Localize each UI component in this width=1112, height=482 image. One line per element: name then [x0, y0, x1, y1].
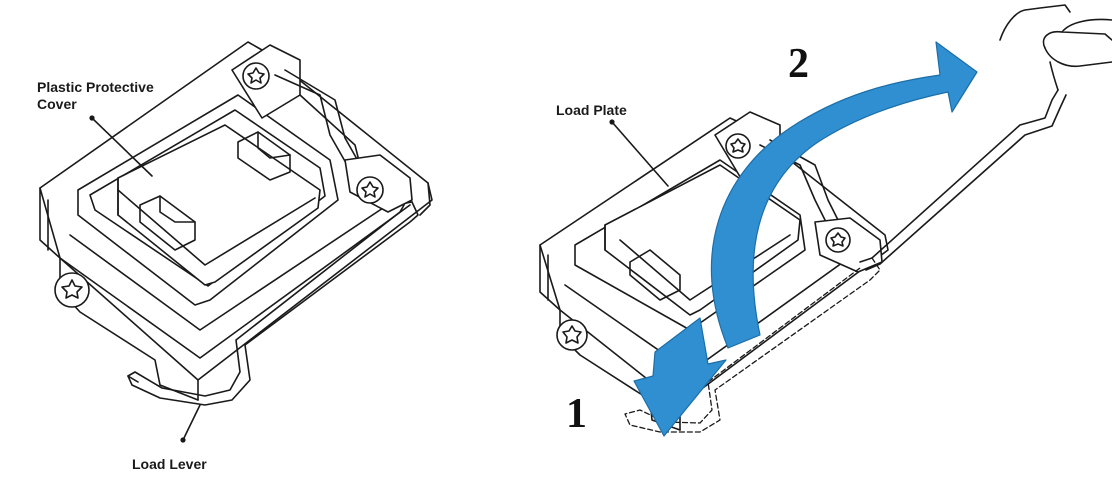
lever-leader-line: [180, 404, 201, 443]
screw-icon: [725, 133, 751, 159]
step-one-label: 1: [566, 391, 587, 437]
left-socket: [39, 41, 433, 443]
screw-icon: [242, 62, 270, 90]
load-lever-dashed: [624, 257, 881, 433]
curved-arrow-icon: [710, 41, 978, 349]
load-lever-raised: [859, 89, 1067, 271]
screw-icon: [54, 272, 90, 308]
cover-label-line2: Cover: [37, 96, 77, 112]
cover-label-line1: Plastic Protective: [37, 79, 154, 95]
load-lever: [127, 201, 419, 406]
protective-cover: [117, 124, 321, 286]
plate-leader-line: [609, 119, 669, 187]
plate-label: Load Plate: [556, 102, 627, 118]
cover-leader-line: [89, 115, 153, 177]
lever-label: Load Lever: [132, 456, 207, 472]
hand-icon: [999, 4, 1112, 91]
step-two-label: 2: [788, 41, 809, 87]
screw-icon: [556, 319, 588, 351]
down-arrow-icon: [633, 317, 727, 437]
screw-icon: [356, 176, 384, 204]
screw-icon: [825, 227, 851, 253]
